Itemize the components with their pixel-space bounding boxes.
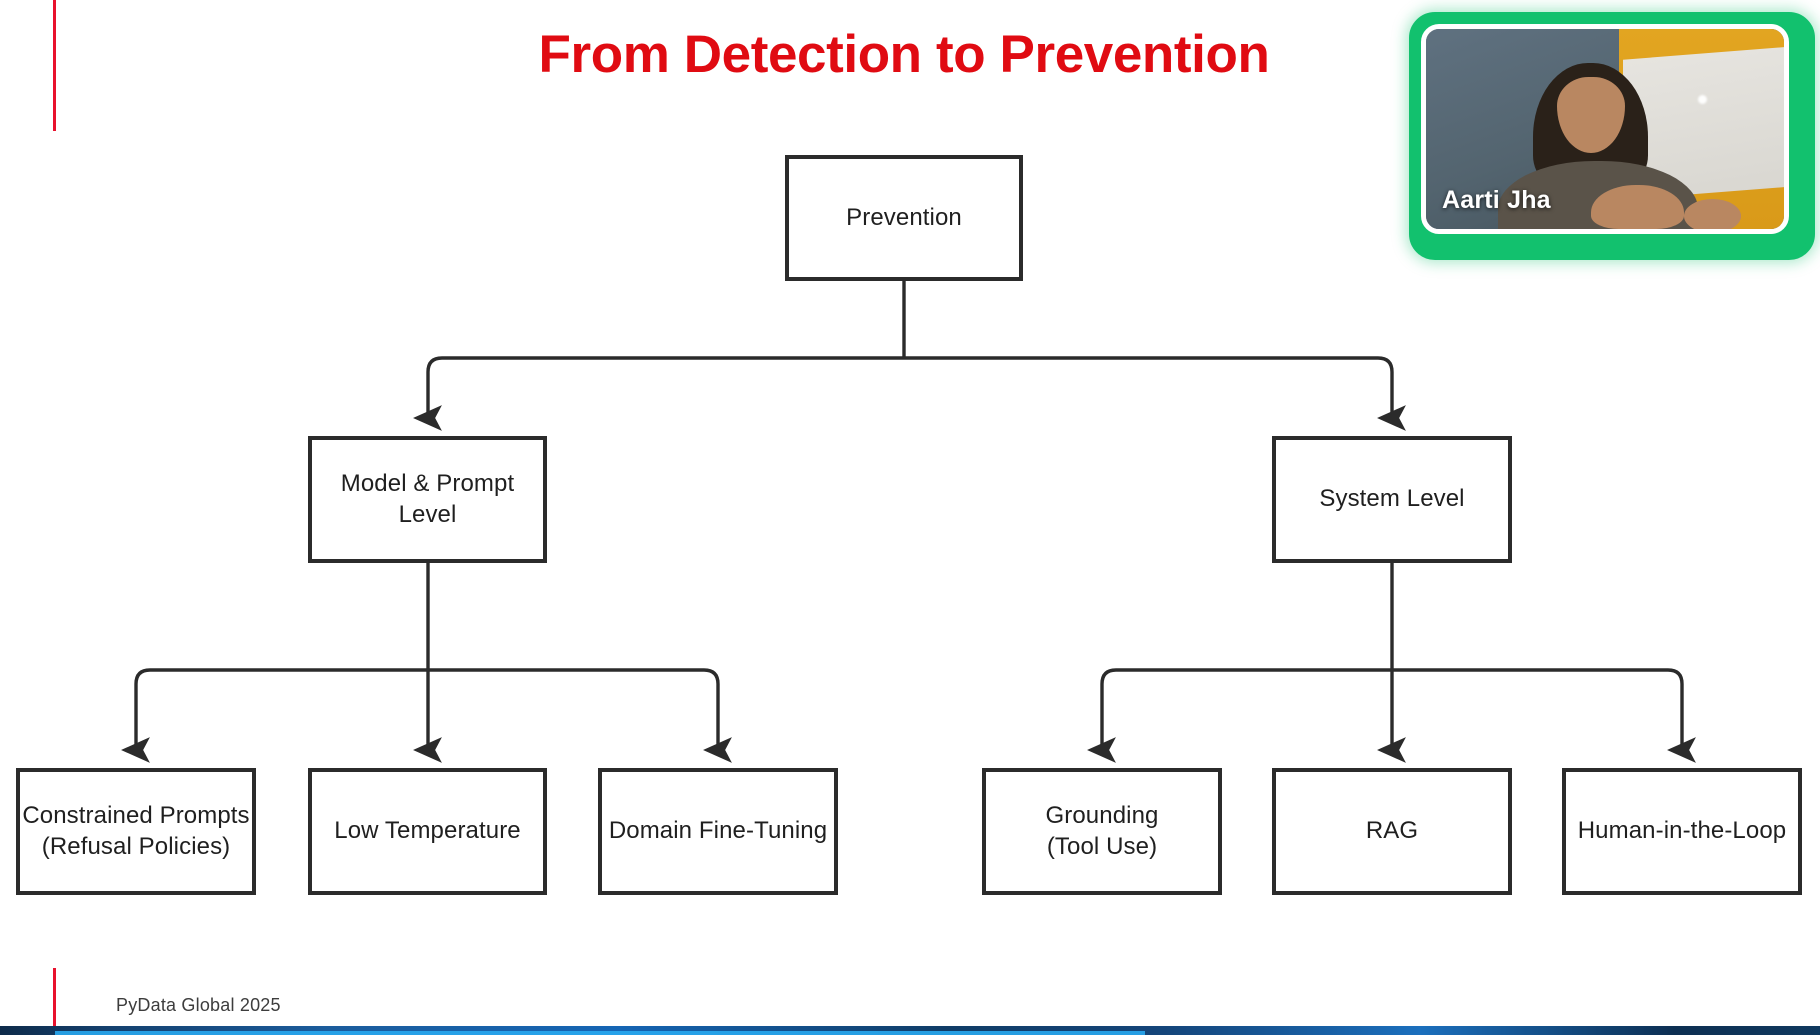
speaker-hand-right (1683, 199, 1742, 229)
node-domain-fine-tuning: Domain Fine-Tuning (598, 768, 838, 895)
participant-name-label: Aarti Jha (1442, 186, 1551, 214)
slide-title: From Detection to Prevention (538, 25, 1270, 84)
accent-rule-bottom (53, 968, 56, 1028)
player-progress-bar[interactable] (55, 1031, 1145, 1035)
speaker-hand-left (1590, 185, 1684, 229)
slide-footer: PyData Global 2025 (116, 995, 281, 1015)
player-control-bar[interactable] (0, 1026, 1820, 1035)
node-rag: RAG (1272, 768, 1512, 895)
node-prevention: Prevention (785, 155, 1023, 281)
node-human-in-the-loop: Human-in-the-Loop (1562, 768, 1802, 895)
whiteboard-glare (1698, 95, 1708, 104)
webcam-video-frame: Aarti Jha (1421, 24, 1789, 234)
node-grounding-tool-use: Grounding (Tool Use) (982, 768, 1222, 895)
node-system-level: System Level (1272, 436, 1512, 563)
webcam-overlay[interactable]: Aarti Jha (1409, 12, 1815, 260)
node-constrained-prompts: Constrained Prompts (Refusal Policies) (16, 768, 256, 895)
node-model-and-prompt-level: Model & Prompt Level (308, 436, 547, 563)
accent-rule-top (53, 0, 56, 131)
speaker-face (1556, 77, 1625, 153)
node-low-temperature: Low Temperature (308, 768, 547, 895)
webcam-video-image (1426, 29, 1784, 229)
